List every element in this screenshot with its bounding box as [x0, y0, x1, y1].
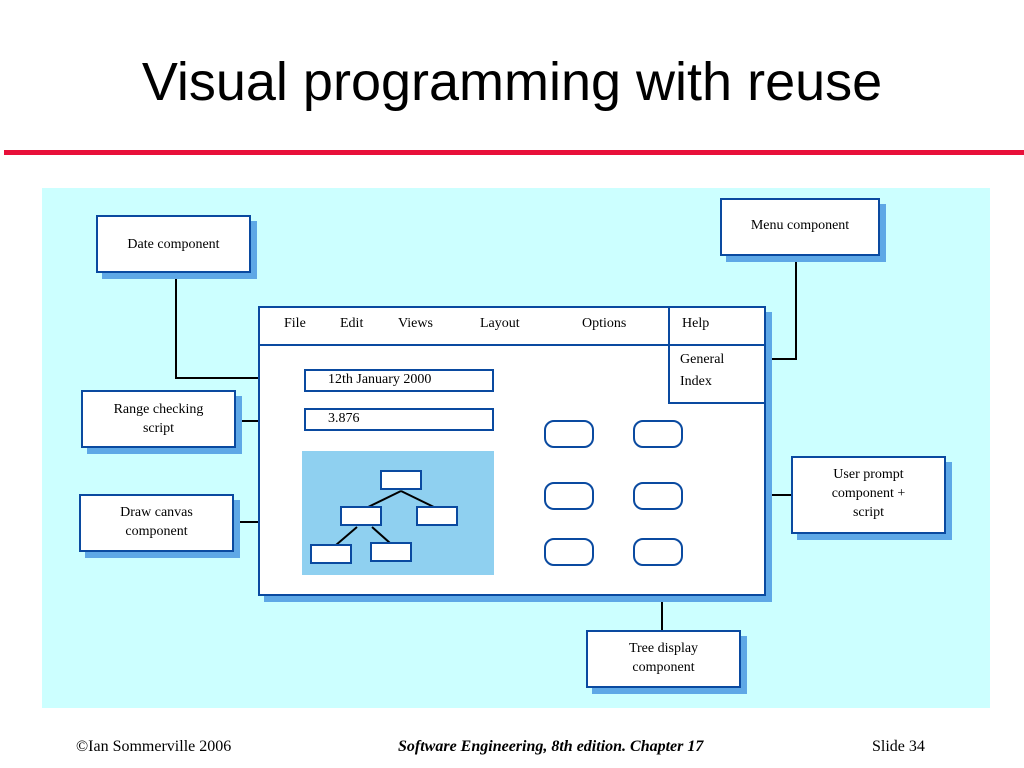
date-field: 12th January 2000 [304, 369, 494, 392]
number-field: 3.876 [304, 408, 494, 431]
slide-title: Visual programming with reuse [141, 52, 883, 112]
tree-node [380, 470, 422, 490]
menu-views: Views [398, 316, 433, 331]
tree-node [340, 506, 382, 526]
tree-node [310, 544, 352, 564]
user-prompt-label: component + [831, 485, 906, 501]
tree-node [370, 542, 412, 562]
menu-file: File [284, 316, 306, 331]
connector-menu [748, 358, 797, 360]
help-item-index: Index [680, 374, 712, 389]
date-component-box: Date component [96, 215, 251, 273]
menu-component-box: Menu component [720, 198, 880, 256]
menu-layout: Layout [480, 316, 520, 331]
help-dropdown: General Index [670, 344, 764, 404]
user-prompt-box: User prompt component + script [791, 456, 946, 534]
connector-date [175, 274, 177, 378]
user-prompt-label: User prompt [833, 467, 904, 482]
help-separator [668, 308, 670, 404]
prompt-button [544, 538, 594, 566]
tree-node [416, 506, 458, 526]
connector-menu [795, 257, 797, 359]
draw-canvas-box: Draw canvas component [79, 494, 234, 552]
range-checking-label: script [142, 420, 175, 436]
footer-copyright: ©Ian Sommerville 2006 [76, 738, 232, 755]
draw-canvas-area [302, 451, 494, 575]
range-checking-box: Range checking script [81, 390, 236, 448]
connector-date [175, 377, 305, 379]
footer-slide-number: Slide 34 [872, 738, 925, 755]
menu-help: Help [682, 316, 710, 331]
prompt-button [544, 420, 594, 448]
draw-canvas-label: component [125, 523, 188, 539]
prompt-button [633, 420, 683, 448]
tree-display-box: Tree display component [586, 630, 741, 688]
tree-display-label: component [632, 659, 695, 675]
prompt-button [633, 538, 683, 566]
connector-tree [661, 566, 663, 632]
title-divider [4, 150, 1024, 155]
menu-component-label: Menu component [750, 218, 850, 233]
range-checking-label: Range checking [113, 402, 204, 417]
menu-options: Options [582, 316, 627, 331]
date-component-label: Date component [127, 237, 220, 252]
prompt-button [633, 482, 683, 510]
help-item-general: General [680, 352, 725, 367]
menu-edit: Edit [340, 316, 364, 331]
draw-canvas-label: Draw canvas [120, 505, 193, 520]
user-prompt-label: script [852, 504, 885, 520]
footer-book-title: Software Engineering, 8th edition. Chapt… [398, 738, 704, 755]
tree-display-label: Tree display [628, 641, 699, 656]
menu-bar: File Edit Views Layout Options Help [260, 308, 764, 346]
prompt-button [544, 482, 594, 510]
